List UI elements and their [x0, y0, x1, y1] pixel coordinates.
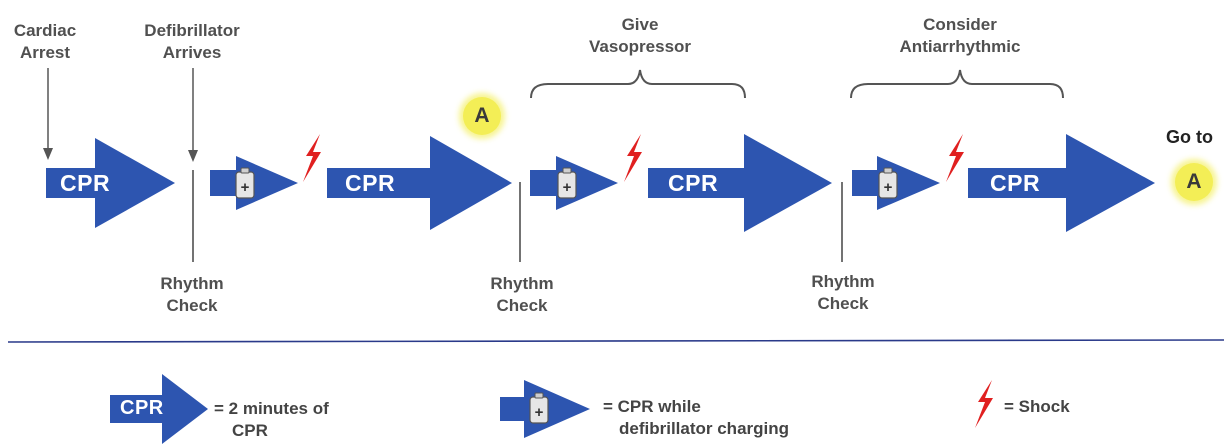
defib-arrives-label: Defibrillator Arrives	[144, 21, 240, 62]
battery-icon	[529, 392, 549, 424]
vasopressor-bracket	[530, 69, 746, 99]
defib-arrives-arrowhead	[188, 150, 198, 162]
legend-shock-description: = Shock	[1004, 397, 1070, 416]
divider-rule	[7, 339, 1224, 343]
point-a-marker: A	[463, 97, 501, 135]
rhythm-check-label-3: Rhythm Check	[811, 272, 875, 313]
cpr-arrow-4-label: CPR	[990, 170, 1041, 196]
lightning-bolt-icon	[946, 134, 964, 182]
battery-icon	[878, 167, 898, 199]
lightning-bolt-icon	[303, 134, 321, 182]
rhythm-check-label-2: Rhythm Check	[490, 274, 554, 315]
battery-icon	[235, 167, 255, 199]
rhythm-check-label-1: Rhythm Check	[160, 274, 224, 315]
cardiac-arrest-arrowhead	[43, 148, 53, 160]
cpr-arrow-4	[968, 134, 1155, 232]
cpr-arrow-2-label: CPR	[345, 170, 396, 196]
legend-cpr-label: CPR	[120, 397, 164, 419]
antiarrhythmic-bracket	[850, 69, 1064, 99]
consider-antiarrhythmic-label: Consider Antiarrhythmic	[899, 15, 1021, 56]
lightning-bolt-icon	[975, 380, 993, 428]
cpr-arrow-1	[46, 138, 175, 228]
cpr-arrow-3-label: CPR	[668, 170, 719, 196]
lightning-bolt-icon	[624, 134, 642, 182]
legend-charging-description: = CPR while defibrillator charging	[603, 397, 790, 438]
legend-cpr-arrow	[110, 374, 208, 444]
cpr-arrow-3	[648, 134, 832, 232]
cpr-arrow-1-label: CPR	[60, 170, 111, 196]
legend-cpr-description: = 2 minutes of CPR	[214, 399, 329, 440]
go-to-label: Go to	[1166, 127, 1213, 147]
cardiac-arrest-label: Cardiac Arrest	[13, 21, 77, 62]
give-vasopressor-label: Give Vasopressor	[588, 15, 692, 56]
battery-icon	[557, 167, 577, 199]
cpr-arrow-2	[327, 136, 512, 230]
go-to-a-marker: A	[1175, 163, 1213, 201]
